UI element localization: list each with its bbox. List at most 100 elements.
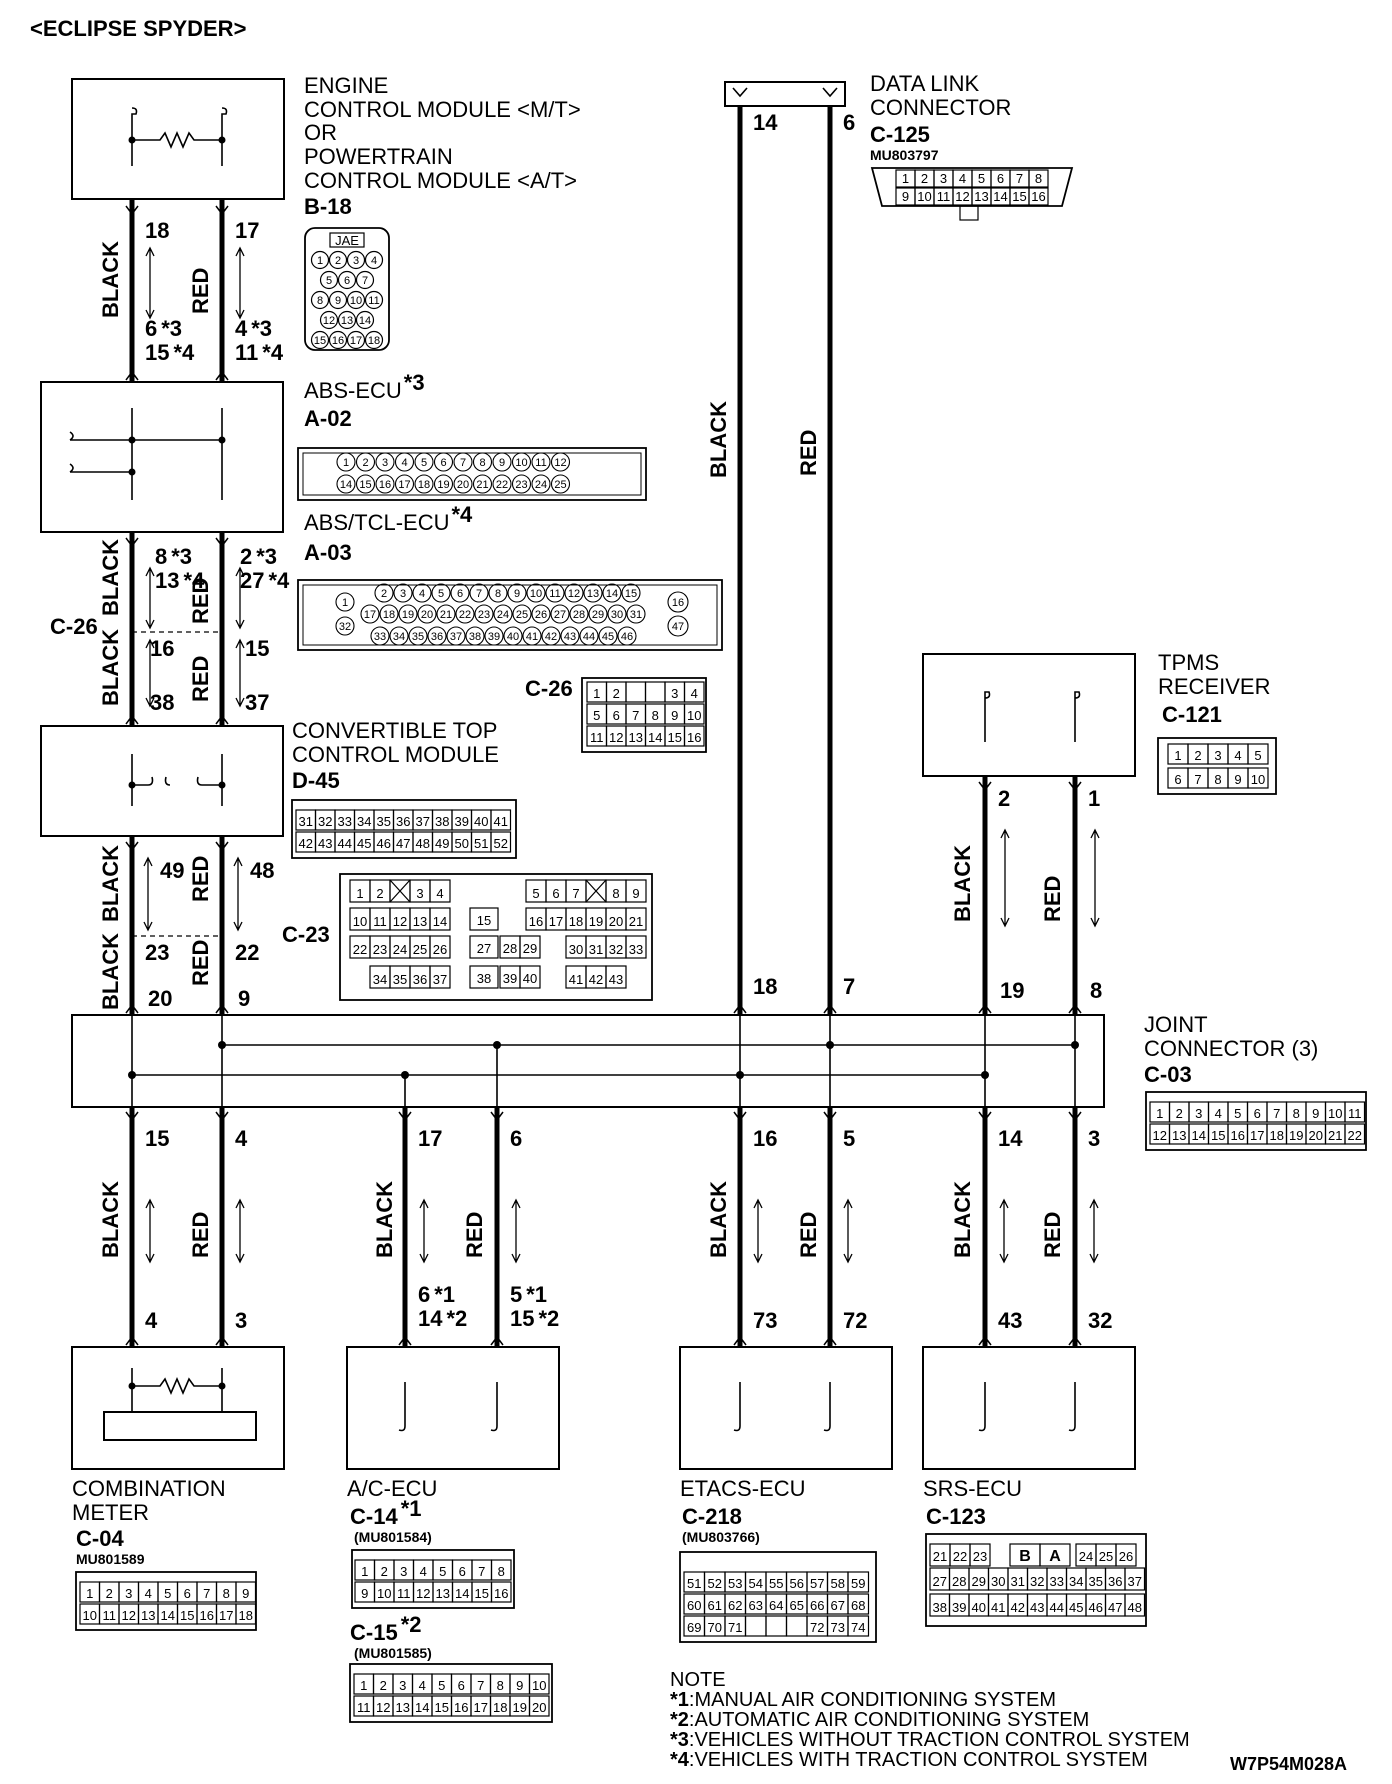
pin-number: 14	[998, 1126, 1023, 1151]
double-arrow	[511, 1198, 521, 1264]
pin-number: 5	[843, 1126, 855, 1151]
connector-pin	[375, 452, 395, 472]
connector-pin	[310, 290, 330, 310]
connector-pin-number: 13	[396, 1700, 410, 1715]
connector-cell	[847, 1571, 870, 1593]
connector-pin-number: 7	[632, 708, 639, 723]
connector-pin-number: 21	[440, 609, 452, 621]
meter-part: MU801589	[76, 1551, 145, 1567]
connector-pin	[531, 474, 551, 494]
connector-cell	[683, 703, 705, 725]
abs-connector: A-02	[304, 406, 352, 431]
connector-cell	[519, 935, 541, 959]
connector-pin-number: 8	[479, 457, 485, 469]
connector-pin-number: 42	[1011, 1600, 1025, 1615]
connector-pin-number: 20	[421, 609, 433, 621]
connector-pin-number: 12	[122, 1608, 136, 1623]
connector-cell	[1028, 169, 1049, 188]
connector-pin	[433, 452, 454, 472]
connector-pin	[474, 604, 494, 624]
connector-cell	[429, 935, 451, 959]
connector-pin-number: 15	[1012, 189, 1026, 204]
connector-pin-number: 21	[629, 914, 643, 929]
connector-pin-number: 43	[1030, 1600, 1044, 1615]
connector-cell	[765, 1615, 788, 1637]
connector-outline	[291, 799, 517, 859]
connector-pin	[450, 583, 470, 603]
connector-pin-number: 28	[573, 609, 585, 621]
connector-pin-number: 15	[314, 335, 326, 347]
connector-cell	[847, 1593, 870, 1615]
pin-number: 3	[1088, 1126, 1100, 1151]
connector-cell	[1124, 1593, 1146, 1617]
connector-pin	[412, 583, 432, 603]
connector-pin-number: 15	[359, 479, 371, 491]
wire-label: RED	[188, 656, 213, 702]
connector-pin-number: 23	[973, 1549, 987, 1564]
connector-cell	[744, 1615, 767, 1637]
connector-pin	[550, 604, 570, 624]
connector-pin	[379, 604, 399, 624]
connector-pin-number: 24	[535, 479, 547, 491]
pin-number: 5*1	[510, 1282, 547, 1307]
connector-pin-number: 45	[357, 836, 371, 851]
pin-number: 27*4	[240, 568, 290, 593]
connector-pin-number: 29	[592, 609, 604, 621]
connector-pin-number: 2	[921, 171, 928, 186]
pin-number: 6*3	[145, 316, 182, 341]
connector-pin	[389, 626, 409, 646]
double-arrow	[419, 1198, 429, 1264]
connector-pin-number: 11	[549, 588, 560, 600]
pin-number: 72	[843, 1308, 867, 1333]
connector-pin-number: 26	[535, 609, 547, 621]
connector-pin-number: 28	[952, 1574, 966, 1589]
connector-cell	[528, 1673, 550, 1695]
connector-pin-number: 26	[433, 942, 447, 957]
tpms-name: RECEIVER	[1158, 674, 1270, 699]
connector-pin-number: 34	[1069, 1574, 1083, 1589]
connector-cell	[1247, 743, 1269, 765]
pin-number: 15	[245, 636, 269, 661]
tpms-name: TPMS	[1158, 650, 1219, 675]
pin-number: 38	[150, 690, 174, 715]
connector-pin-number: 41	[494, 814, 508, 829]
connector-pin-number: 71	[728, 1620, 742, 1635]
connector-pin-number: 9	[1312, 1106, 1319, 1121]
pin-number: 6	[843, 110, 855, 135]
connector-pin-number: 2	[106, 1586, 113, 1601]
connector-pin	[453, 452, 473, 472]
connector-pin-number: 10	[515, 457, 527, 469]
connector-cell	[1344, 1101, 1366, 1123]
connector-pin-number: 31	[589, 942, 603, 957]
connector-pin-number: 6	[344, 275, 350, 287]
connector-cell	[625, 907, 647, 931]
connector-pin-number: 10	[532, 1678, 546, 1693]
connector-pin-number: 46	[621, 631, 633, 643]
connector-pin-number: 8	[612, 886, 619, 901]
wire-label: BLACK	[950, 845, 975, 922]
connector-pin	[355, 452, 376, 472]
connector-pin-number: 17	[219, 1608, 233, 1623]
connector-pin-number: 10	[530, 588, 542, 600]
connector-pin-number: 40	[507, 631, 519, 643]
connector-pin-number: 26	[1119, 1549, 1133, 1564]
connector-pin-number: 18	[493, 1700, 507, 1715]
connector-pin-number: 17	[474, 1700, 488, 1715]
wire-label: RED	[188, 940, 213, 986]
pin-number: 1	[1088, 786, 1100, 811]
connector-pin-number: 4	[420, 1564, 427, 1579]
connector-pin-number: 7	[478, 1564, 485, 1579]
connector-pin-number: 42	[299, 836, 313, 851]
connector-pin-number: 32	[609, 942, 623, 957]
connector-pin-number: 15	[477, 913, 491, 928]
connector-pin-number: 30	[569, 942, 583, 957]
connector-pin-number: 8	[1214, 772, 1221, 787]
connector-pin	[336, 474, 356, 494]
connector-cell	[528, 1695, 550, 1717]
connector-pin	[310, 250, 330, 270]
connector-pin-number: 1	[86, 1586, 93, 1601]
